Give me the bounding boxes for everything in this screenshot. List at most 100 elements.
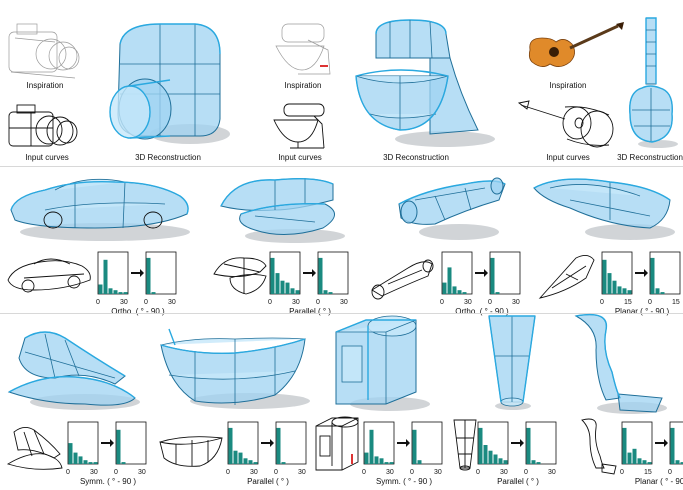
iron-right-tick-max: 30: [138, 469, 146, 476]
cylinder-box-right-histogram-bar: [417, 460, 422, 464]
stand-left-histogram-bar: [647, 462, 652, 464]
sportscar-right-histogram-bar: [655, 288, 660, 294]
racecar-left-histogram-bar: [462, 292, 467, 294]
iron-caption: Symm. ( ° - 90 ): [79, 477, 137, 486]
racecar-left-tick-min: 0: [440, 299, 444, 306]
mixer-inspiration-image: [275, 23, 331, 75]
iron-left-tick-max: 30: [90, 469, 98, 476]
car-left-tick-min: 0: [96, 299, 100, 306]
cylinder-box-right-histogram-frame: [411, 421, 443, 465]
stand-right-histogram-bar: [675, 460, 680, 464]
vase-right-histogram-frame: [525, 421, 557, 465]
racecar-arrow-icon: [475, 269, 488, 277]
boat-arrow-icon: [303, 269, 316, 277]
cylinder-box-input-sketch: [315, 416, 359, 471]
cylinder-box-3d-model: [335, 315, 430, 411]
vase-left-histogram-bar: [478, 427, 483, 464]
car-left-histogram-bar: [113, 290, 118, 294]
vase-left-histogram-bar: [483, 445, 488, 464]
cylinder-box-right-tick-min: 0: [410, 469, 414, 476]
racecar-input-sketch: [371, 259, 434, 300]
boat-right-histogram-bar: [318, 257, 323, 294]
bowl-left-tick-max: 30: [250, 469, 258, 476]
racecar-right-histogram-bar: [495, 292, 500, 294]
cylinder-box-arrow-icon: [397, 439, 410, 447]
sportscar-left-histogram-bar: [622, 288, 627, 294]
bowl-right-histogram-bar: [276, 427, 281, 464]
car-right-histogram-frame: [145, 251, 177, 295]
boat-left-histogram-frame: [269, 251, 301, 295]
car-input-sketch: [7, 258, 91, 293]
racecar-right-tick-max: 30: [512, 299, 520, 306]
vase-left-tick-max: 30: [500, 469, 508, 476]
cylinder-box-caption: Symm. ( ° - 90 ): [375, 477, 433, 486]
boat-right-histogram-bar: [328, 292, 333, 294]
stand-right-tick-min: 0: [668, 469, 672, 476]
mixer-inspiration-label: Inspiration: [284, 81, 322, 90]
cylinder-box-left-histogram-bar: [379, 458, 384, 464]
iron-left-histogram-bar: [68, 443, 73, 464]
bowl-input-sketch: [159, 436, 223, 467]
iron-left-tick-min: 0: [66, 469, 70, 476]
iron-left-histogram-bar: [88, 462, 93, 464]
cylinder-box-left-histogram-bar: [389, 462, 394, 464]
stand-caption: Planar ( ° - 90 ): [634, 477, 683, 486]
iron-right-tick-min: 0: [114, 469, 118, 476]
stand-left-tick-min: 0: [620, 469, 624, 476]
racecar-left-histogram-frame: [441, 251, 473, 295]
stand-3d-model: [574, 313, 667, 414]
bowl-left-histogram-bar: [243, 458, 248, 464]
boat-right-tick-max: 30: [340, 299, 348, 306]
iron-left-histogram-bar: [73, 452, 78, 464]
guitar-input-curves: [517, 100, 614, 148]
vase-right-histogram-bar: [531, 460, 536, 464]
iron-input-sketch: [6, 427, 63, 470]
guitar-inspiration-image: [528, 22, 624, 67]
boat-right-histogram-frame: [317, 251, 349, 295]
iron-arrow-icon: [101, 439, 114, 447]
cylinder-box-left-histogram-frame: [363, 421, 395, 465]
boat-left-histogram-bar: [285, 282, 290, 294]
iron-right-histogram-bar: [116, 429, 121, 464]
guitar-reconstruction-label: 3D Reconstruction: [617, 153, 683, 162]
sportscar-input-sketch: [538, 255, 595, 299]
iron-right-histogram-frame: [115, 421, 147, 465]
stand-arrow-icon: [655, 439, 668, 447]
boat-left-tick-max: 30: [292, 299, 300, 306]
iron-left-histogram-bar: [93, 462, 98, 464]
sportscar-arrow-icon: [635, 269, 648, 277]
cylinder-box-right-histogram-bar: [412, 429, 417, 464]
camera-input-curves: [8, 104, 78, 147]
iron-3d-model: [7, 331, 140, 410]
vase-left-histogram-bar: [493, 454, 498, 464]
iron-left-histogram-frame: [67, 421, 99, 465]
boat-left-histogram-bar: [290, 288, 295, 294]
car-3d-model: [10, 178, 190, 241]
sportscar-left-histogram-bar: [627, 290, 632, 294]
racecar-right-tick-min: 0: [488, 299, 492, 306]
racecar-left-histogram-bar: [447, 267, 452, 294]
iron-right-histogram-bar: [121, 462, 126, 464]
stand-right-histogram-frame: [669, 421, 683, 465]
sportscar-left-histogram-bar: [612, 280, 617, 294]
racecar-left-tick-max: 30: [464, 299, 472, 306]
bowl-3d-model: [160, 328, 310, 409]
vase-left-histogram-bar: [488, 450, 493, 464]
vase-3d-model: [488, 315, 536, 410]
racecar-left-histogram-bar: [452, 286, 457, 294]
boat-left-histogram-bar: [280, 280, 285, 294]
vase-left-histogram-bar: [498, 458, 503, 464]
bowl-left-histogram-frame: [227, 421, 259, 465]
car-right-tick-max: 30: [168, 299, 176, 306]
camera-reconstruction-label: 3D Reconstruction: [135, 153, 201, 162]
guitar-3d-reconstruction: [629, 17, 678, 148]
vase-input-sketch: [453, 419, 477, 471]
stand-left-histogram-bar: [622, 427, 627, 464]
boat-left-histogram-bar: [275, 273, 280, 294]
car-left-histogram-bar: [98, 284, 103, 294]
iron-left-histogram-bar: [78, 456, 83, 464]
